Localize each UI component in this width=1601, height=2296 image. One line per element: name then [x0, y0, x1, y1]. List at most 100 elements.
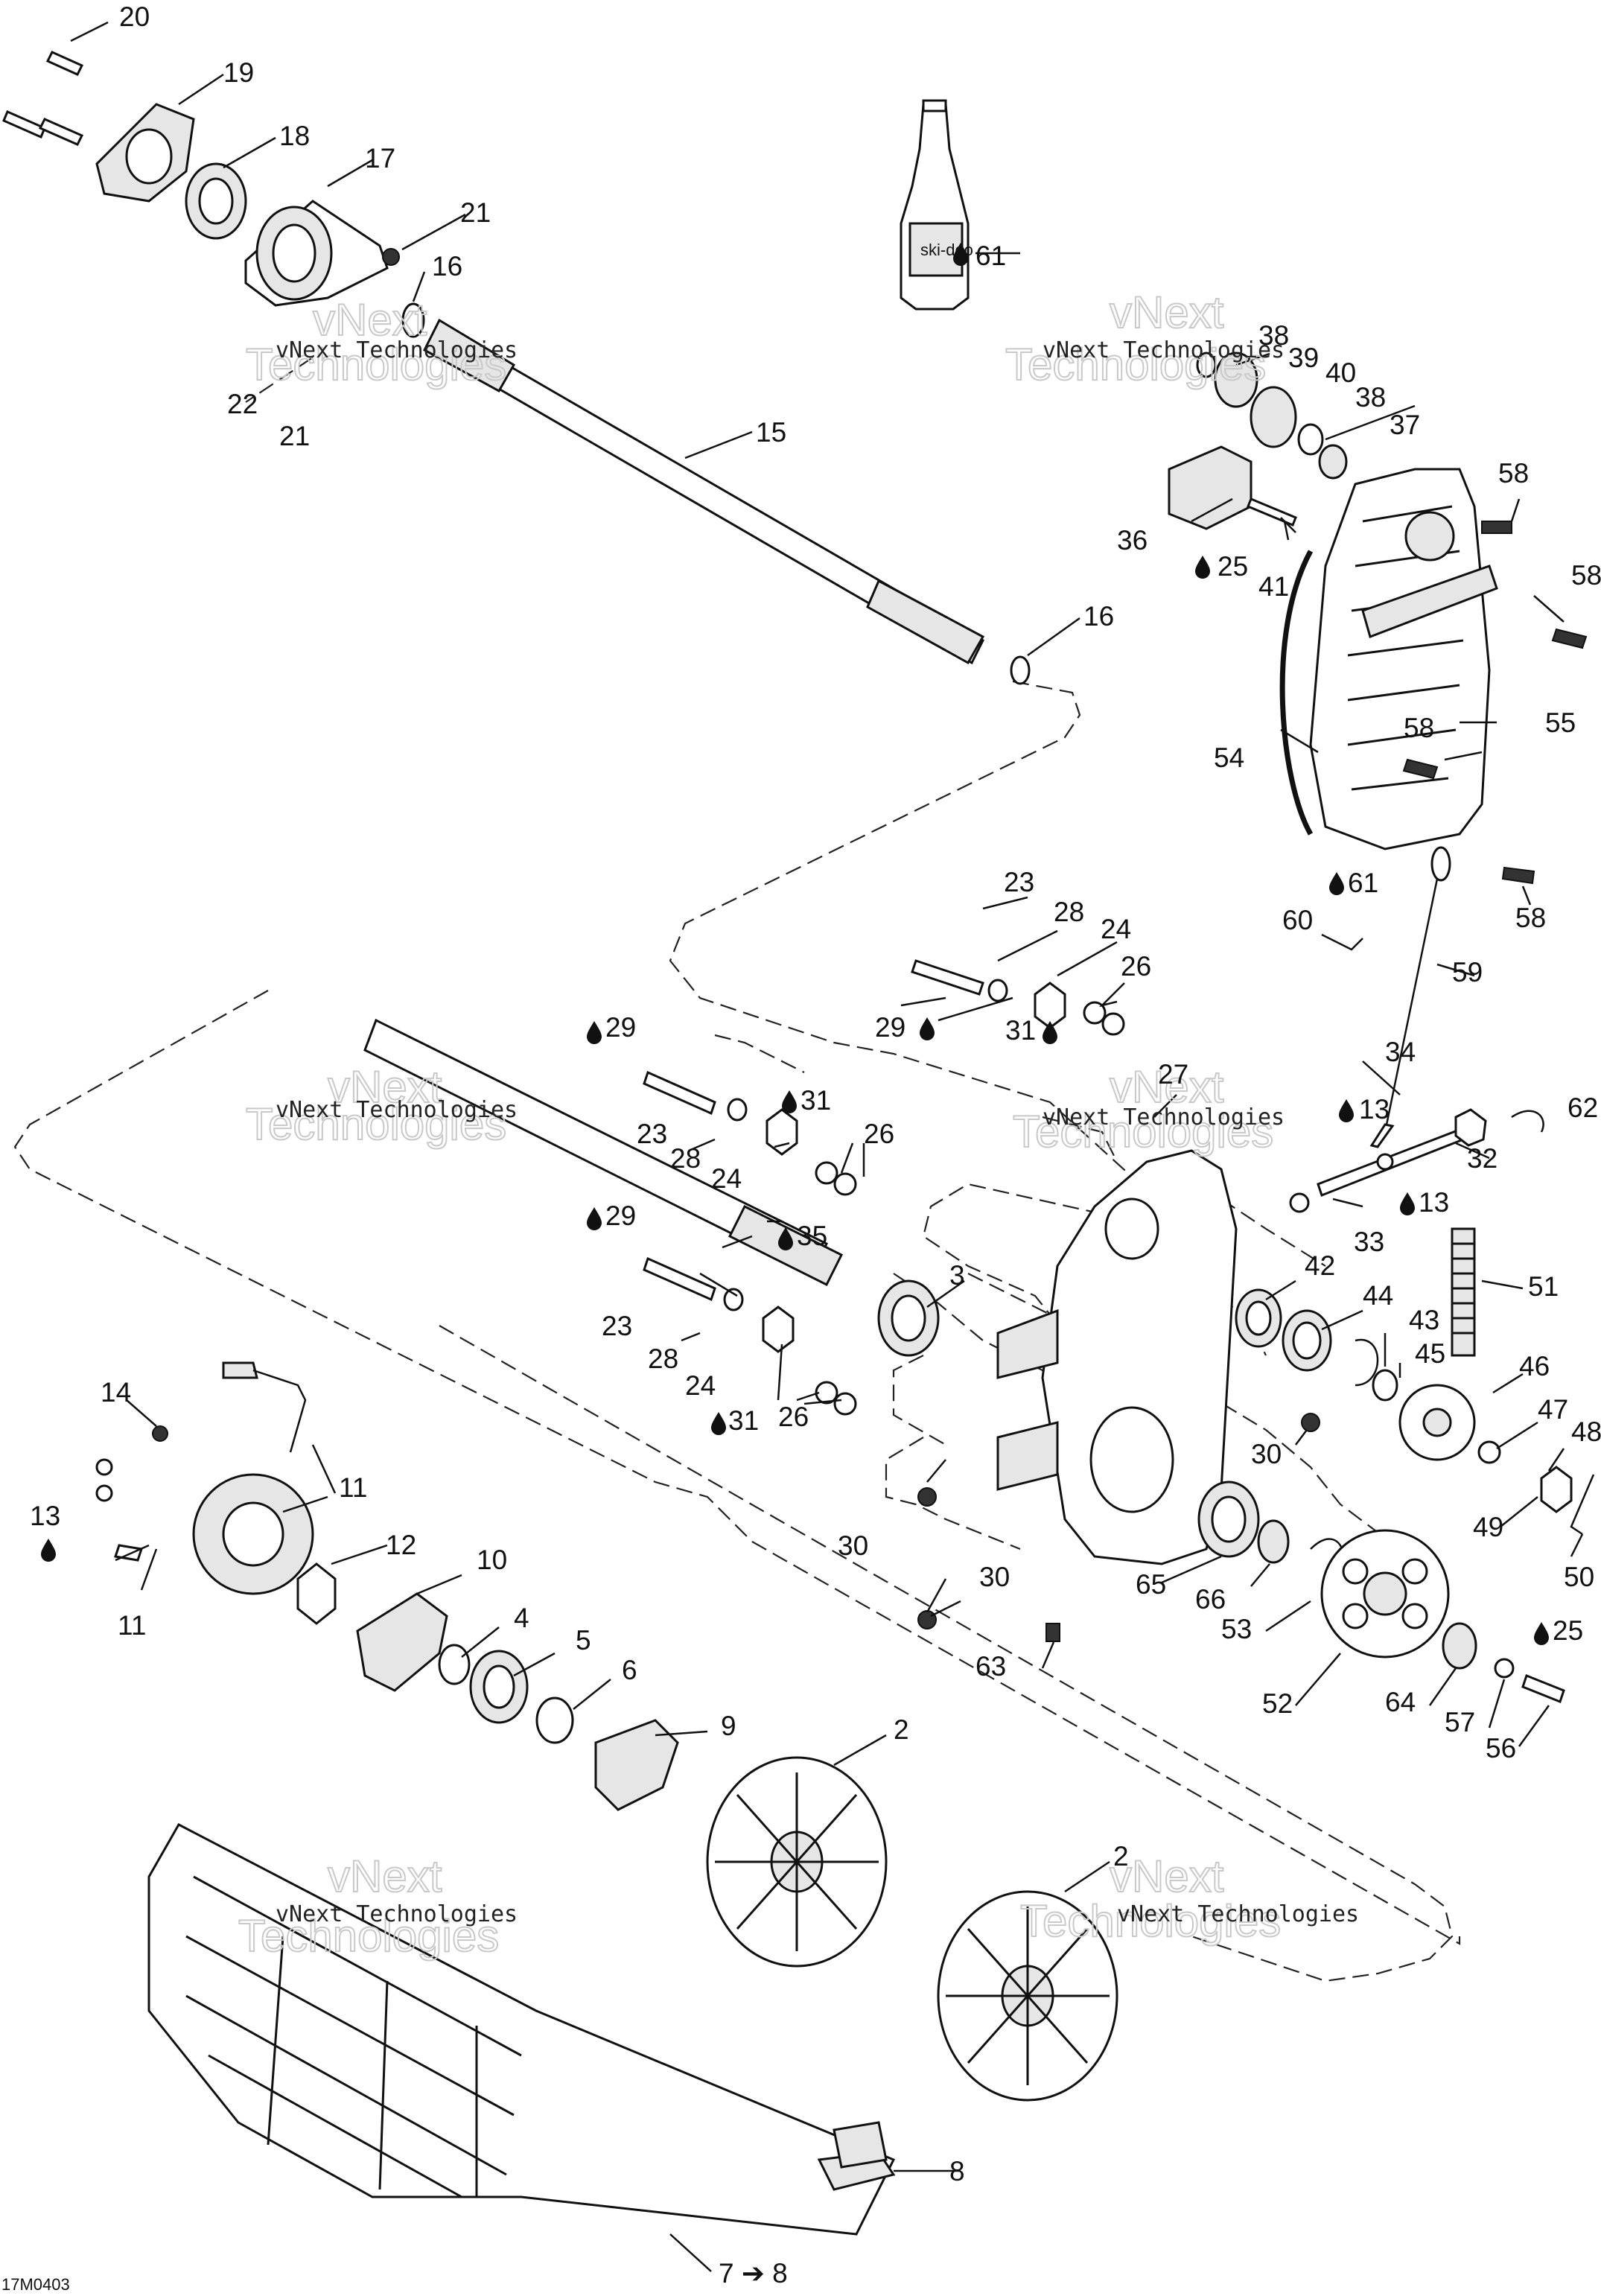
- bolt-20: [2, 51, 84, 146]
- callout-31a: 31: [1005, 1015, 1036, 1046]
- bolt-58d: [1501, 866, 1535, 885]
- flange-19: [95, 103, 195, 203]
- reference-code: 17M0403: [1, 2275, 70, 2294]
- callout-5: 5: [576, 1625, 591, 1656]
- callout-26c: 26: [778, 1402, 809, 1432]
- callout-51: 51: [1528, 1271, 1559, 1302]
- svg-text:vNext Technologies: vNext Technologies: [276, 337, 518, 363]
- svg-text:vNext Technologies: vNext Technologies: [1117, 1901, 1359, 1927]
- callout-13a: 13: [1359, 1094, 1390, 1125]
- tensioner-assembly: [1168, 352, 1348, 530]
- svg-text:vNext: vNext: [328, 1062, 442, 1112]
- speed-sensor-11: [95, 1361, 314, 1595]
- callout-58d: 58: [1515, 903, 1546, 933]
- bolt-group-low: [643, 1256, 857, 1416]
- callout-63: 63: [975, 1651, 1006, 1682]
- callout-21b: 21: [279, 421, 310, 451]
- callout-57: 57: [1445, 1707, 1475, 1737]
- chaincase-cover-55: [1279, 468, 1498, 850]
- nut-21: [382, 248, 400, 266]
- callout-58b: 58: [1571, 560, 1601, 591]
- callout-45: 45: [1415, 1338, 1445, 1369]
- callout-23b: 23: [637, 1119, 667, 1149]
- bearing-set-upper: [1235, 1288, 1398, 1402]
- callout-46: 46: [1519, 1351, 1550, 1381]
- callout-11b: 11: [118, 1610, 146, 1641]
- callout-48: 48: [1571, 1416, 1601, 1447]
- bolt-group-top: [911, 959, 1125, 1036]
- callout-28a: 28: [1054, 897, 1084, 927]
- housing-17: [244, 200, 389, 307]
- flange-9: [594, 1719, 679, 1811]
- leader-lines: [70, 21, 1584, 2272]
- callout-26b: 26: [864, 1119, 894, 1149]
- callout-40: 40: [1325, 357, 1356, 388]
- callout-10: 10: [477, 1545, 507, 1575]
- callout-58a: 58: [1498, 458, 1529, 489]
- callout-13b: 13: [1419, 1187, 1449, 1218]
- callout-31c: 31: [728, 1405, 759, 1436]
- bolt-58a: [1481, 521, 1512, 534]
- o-ring-16b: [1010, 655, 1031, 685]
- callout-55: 55: [1545, 707, 1576, 738]
- callout-25b: 25: [1553, 1615, 1583, 1646]
- svg-text:vNext: vNext: [1110, 1851, 1224, 1901]
- callout-61a: 61: [975, 241, 1006, 271]
- svg-text:vNext: vNext: [1110, 287, 1224, 337]
- svg-text:vNext: vNext: [313, 295, 427, 345]
- o-ring-16: [401, 302, 425, 338]
- nut-12: [296, 1562, 337, 1625]
- callout-34: 34: [1385, 1037, 1416, 1067]
- callout-43: 43: [1409, 1305, 1439, 1335]
- callout-54: 54: [1214, 742, 1244, 773]
- callout-12: 12: [386, 1530, 416, 1560]
- callout-2b: 2: [1113, 1841, 1129, 1872]
- callout-32: 32: [1467, 1143, 1497, 1174]
- callout-8: 8: [949, 2156, 965, 2187]
- callout-15: 15: [756, 417, 786, 448]
- callout-21a: 21: [460, 197, 491, 228]
- drive-shaft-lower: [363, 1018, 844, 1287]
- callout-31b: 31: [800, 1085, 831, 1116]
- svg-text:vNext Technologies: vNext Technologies: [1043, 1104, 1285, 1130]
- svg-text:Technologies: Technologies: [1013, 1107, 1273, 1157]
- nut-30a: [1301, 1413, 1320, 1432]
- chaincase-27: [996, 1149, 1238, 1565]
- callout-3: 3: [949, 1260, 965, 1291]
- callout-56: 56: [1486, 1733, 1516, 1764]
- callout-30b: 30: [838, 1530, 868, 1561]
- callout-23c: 23: [602, 1311, 632, 1341]
- callout-65: 65: [1136, 1569, 1166, 1600]
- callout-16b: 16: [1083, 601, 1114, 632]
- callout-39: 39: [1288, 343, 1319, 373]
- callout-36: 36: [1117, 525, 1148, 556]
- seal-54: [1279, 550, 1314, 836]
- callout-58c: 58: [1404, 713, 1434, 743]
- callout-6: 6: [622, 1655, 637, 1685]
- svg-text:Technologies: Technologies: [246, 340, 506, 389]
- washer-57: [1494, 1658, 1515, 1679]
- callout-52: 52: [1262, 1688, 1293, 1719]
- svg-text:vNext: vNext: [328, 1851, 442, 1901]
- callout-35: 35: [797, 1221, 827, 1251]
- callout-30a: 30: [1251, 1439, 1282, 1469]
- callout-24c: 24: [685, 1370, 716, 1401]
- sprocket-52: [1320, 1529, 1450, 1659]
- callout-19: 19: [223, 57, 254, 88]
- svg-text:vNext Technologies: vNext Technologies: [276, 1901, 518, 1927]
- callout-29b: 29: [605, 1012, 636, 1043]
- callout-49: 49: [1473, 1512, 1503, 1542]
- callout-37: 37: [1390, 410, 1420, 440]
- callout-11a: 11: [339, 1472, 367, 1503]
- bolt-56: [1521, 1674, 1565, 1703]
- callout-28b: 28: [670, 1143, 701, 1174]
- svg-text:Technologies: Technologies: [1005, 340, 1266, 389]
- svg-text:Technologies: Technologies: [238, 1911, 499, 1961]
- callout-30c: 30: [979, 1562, 1010, 1592]
- chain-51: [1451, 1227, 1476, 1357]
- bearing-18: [185, 162, 247, 240]
- svg-text:Technologies: Technologies: [246, 1099, 506, 1149]
- callout-18: 18: [279, 121, 310, 151]
- bearing-set-lower: [1197, 1481, 1345, 1580]
